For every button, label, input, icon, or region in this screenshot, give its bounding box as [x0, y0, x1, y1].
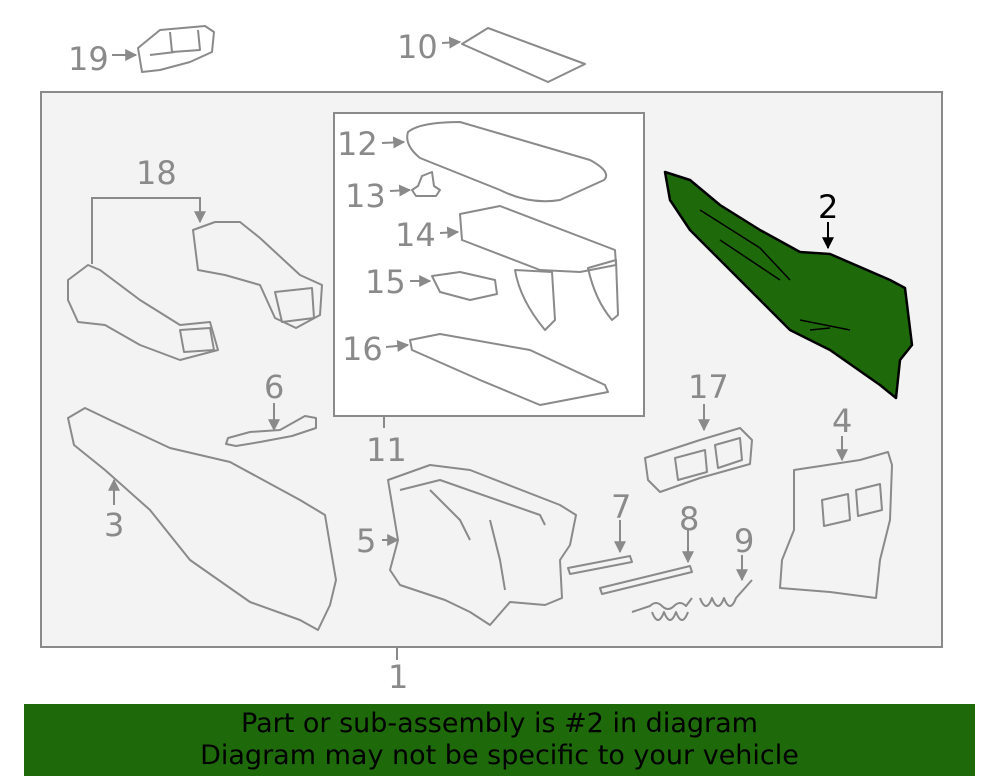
callout-14: 14: [395, 216, 436, 254]
callout-15: 15: [365, 263, 406, 301]
callout-19: 19: [68, 40, 109, 78]
callout-6: 6: [264, 368, 284, 406]
part-16-base-plate: [409, 333, 609, 406]
callout-5: 5: [356, 522, 376, 560]
part-5-console-box: [387, 464, 577, 626]
part-9-springs: [631, 579, 753, 621]
banner-line-1: Part or sub-assembly is #2 in diagram: [241, 708, 758, 739]
banner-line-2: Diagram may not be specific to your vehi…: [200, 740, 799, 771]
part-7-rod: [567, 555, 633, 575]
part-19-duct: [137, 25, 215, 73]
callout-13: 13: [345, 177, 386, 215]
callout-18: 18: [136, 154, 177, 192]
part-3-side-panel: [67, 407, 337, 631]
callout-2: 2: [818, 188, 838, 226]
callout-1: 1: [388, 658, 408, 696]
part-4-side-cover: [779, 451, 893, 599]
callout-12: 12: [337, 125, 378, 163]
callout-4: 4: [832, 402, 852, 440]
callout-17: 17: [688, 368, 729, 406]
part-8-pin: [599, 565, 693, 595]
callout-16: 16: [342, 330, 383, 368]
callout-8: 8: [679, 500, 699, 538]
part-15-latch: [431, 271, 498, 301]
callout-7: 7: [611, 488, 631, 526]
callout-11: 11: [366, 431, 407, 469]
part-14-hinge-plate: [459, 205, 619, 331]
callout-3: 3: [104, 506, 124, 544]
callout-10: 10: [397, 28, 438, 66]
part-10-pad: [461, 27, 586, 83]
info-banner: Part or sub-assembly is #2 in diagram Di…: [24, 704, 975, 776]
part-2-highlighted-panel: [663, 170, 914, 400]
part-13-clip: [411, 171, 441, 197]
part-12-armrest-pad: [406, 121, 608, 203]
armrest-subassembly-frame: [333, 112, 645, 417]
callout-9: 9: [734, 522, 754, 560]
part-17-vent: [644, 427, 753, 493]
part-18-ducts: [67, 221, 323, 361]
